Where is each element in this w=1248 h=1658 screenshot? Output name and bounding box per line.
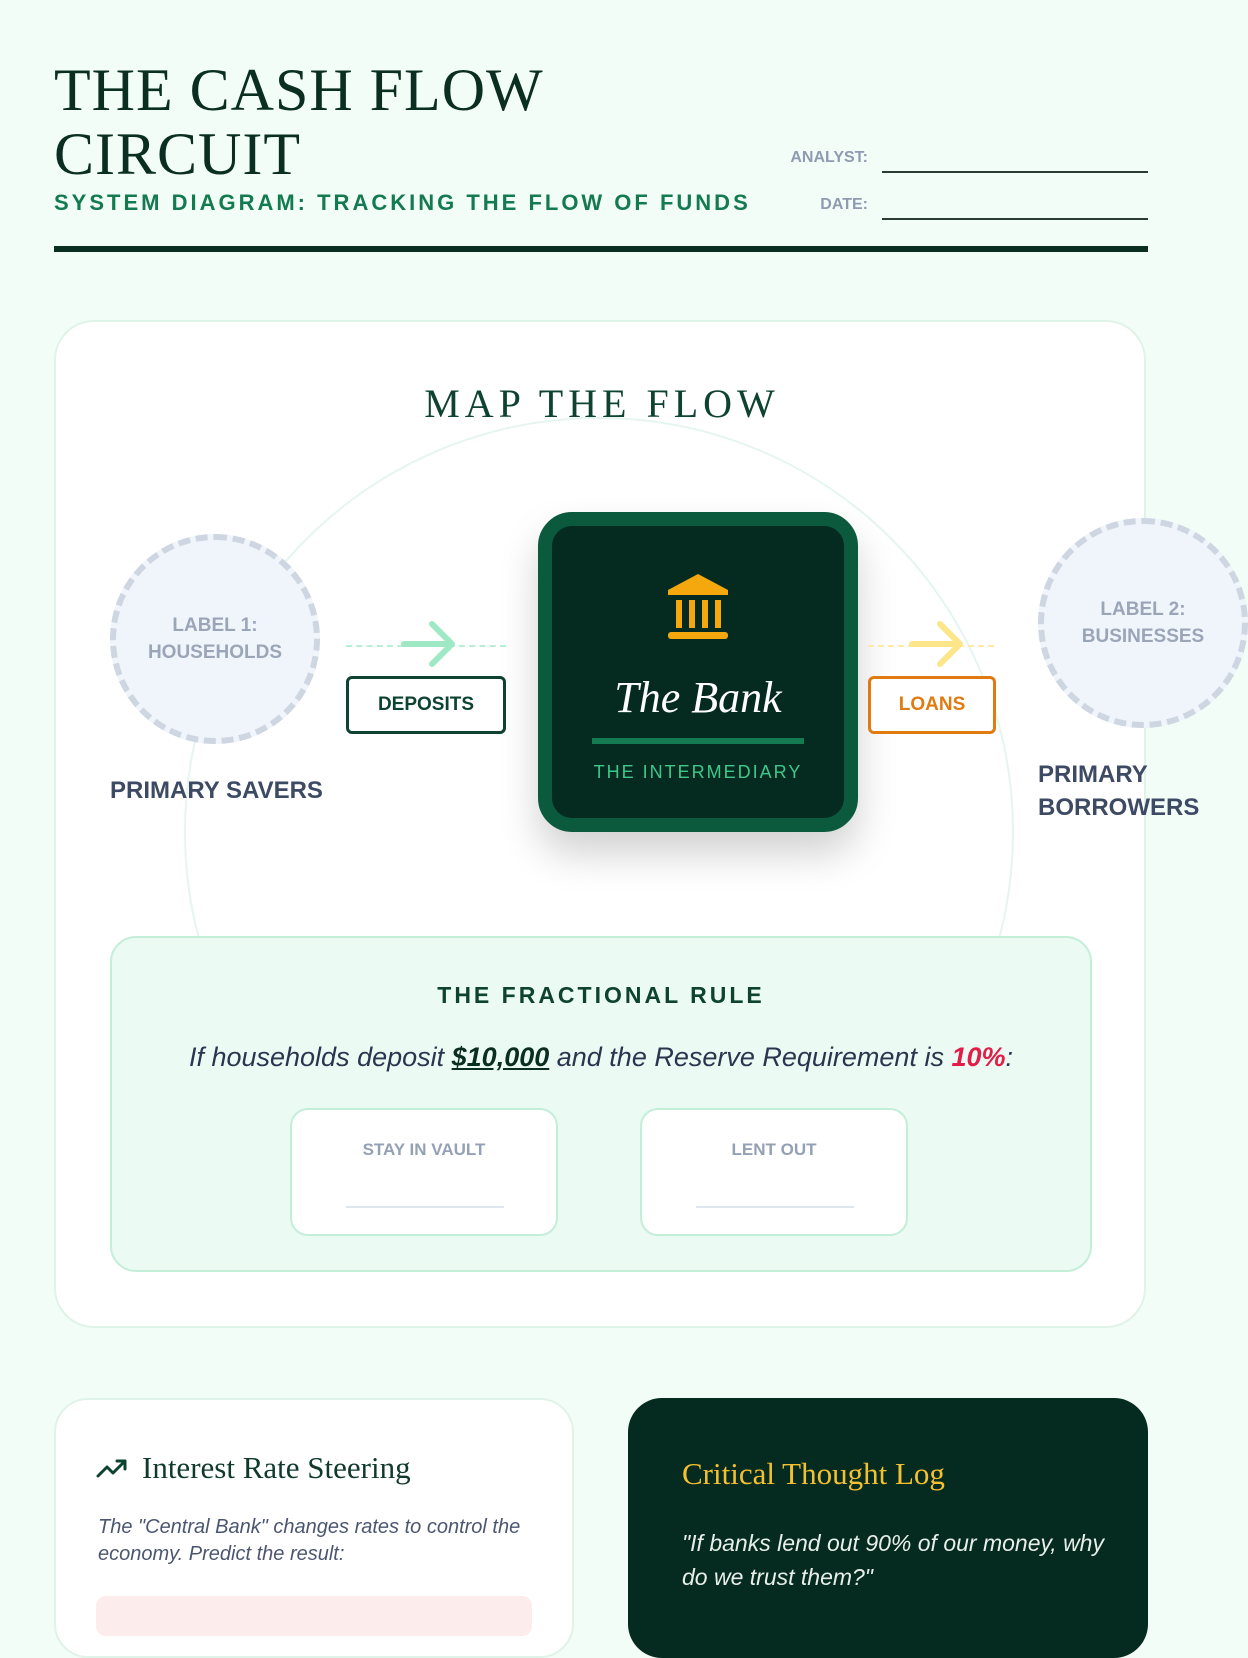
rule-text-middle: and the Reserve Requirement is	[549, 1042, 952, 1072]
arrow-right-icon	[909, 621, 963, 667]
households-label-line2: HOUSEHOLDS	[147, 642, 283, 663]
borrowers-caption-line1: PRIMARY	[1038, 761, 1148, 788]
analyst-field[interactable]	[882, 171, 1148, 173]
page-subtitle: SYSTEM DIAGRAM: TRACKING THE FLOW OF FUN…	[54, 190, 751, 215]
analyst-label: ANALYST:	[790, 149, 868, 166]
arrow-right-icon	[401, 621, 455, 667]
households-node[interactable]: LABEL 1: HOUSEHOLDS	[110, 534, 320, 744]
rule-text-suffix: :	[1005, 1042, 1014, 1072]
loans-tag: LOANS	[868, 676, 996, 734]
bank-subtitle: THE INTERMEDIARY	[593, 762, 803, 782]
map-title: MAP THE FLOW	[424, 381, 780, 426]
lent-out-box[interactable]: LENT OUT	[640, 1108, 908, 1236]
interest-rate-title: Interest Rate Steering	[142, 1450, 411, 1485]
interest-rate-text: The "Central Bank" changes rates to cont…	[98, 1516, 521, 1565]
bank-node[interactable]: The Bank THE INTERMEDIARY	[538, 512, 858, 832]
bank-building-icon	[668, 574, 728, 639]
deposit-amount: $10,000	[451, 1042, 550, 1072]
interest-rate-card: Interest Rate Steering The "Central Bank…	[54, 1398, 574, 1658]
fractional-rule-title: THE FRACTIONAL RULE	[437, 982, 765, 1008]
businesses-label-line1: LABEL 2:	[1100, 599, 1186, 620]
lent-out-answer-line[interactable]	[696, 1206, 854, 1208]
critical-thought-quote: "If banks lend out 90% of our money, why…	[682, 1530, 1104, 1590]
prediction-row[interactable]	[96, 1596, 532, 1636]
households-label-line1: LABEL 1:	[172, 615, 258, 636]
businesses-label-line2: BUSINESSES	[1081, 626, 1205, 647]
fractional-rule-text: If households deposit $10,000 and the Re…	[112, 1042, 1090, 1073]
stay-in-vault-answer-line[interactable]	[346, 1206, 504, 1208]
bank-name: The Bank	[614, 673, 782, 722]
stay-in-vault-box[interactable]: STAY IN VAULT	[290, 1108, 558, 1236]
critical-thought-card: Critical Thought Log "If banks lend out …	[628, 1398, 1148, 1658]
trend-up-icon	[96, 1459, 127, 1478]
deposits-tag: DEPOSITS	[346, 676, 506, 734]
primary-borrowers-caption: PRIMARY BORROWERS	[1038, 758, 1238, 824]
stay-in-vault-label: STAY IN VAULT	[362, 1140, 486, 1159]
businesses-node[interactable]: LABEL 2: BUSINESSES	[1038, 518, 1248, 728]
rule-text-prefix: If households deposit	[188, 1042, 452, 1072]
bank-divider	[592, 738, 804, 744]
fractional-rule-box: THE FRACTIONAL RULE If households deposi…	[110, 936, 1092, 1272]
borrowers-caption-line2: BORROWERS	[1038, 794, 1200, 821]
primary-savers-caption: PRIMARY SAVERS	[110, 777, 323, 804]
header-divider	[54, 246, 1148, 252]
lent-out-label: LENT OUT	[731, 1140, 817, 1159]
reserve-percent: 10%	[951, 1042, 1006, 1072]
date-field[interactable]	[882, 218, 1148, 220]
flow-map-card: MAP THE FLOW LABEL 1: HOUSEHOLDS PRIMARY…	[54, 320, 1248, 1328]
critical-thought-title: Critical Thought Log	[682, 1456, 945, 1491]
date-label: DATE:	[820, 196, 868, 213]
page-title: THE CASH FLOW CIRCUIT	[54, 57, 543, 187]
